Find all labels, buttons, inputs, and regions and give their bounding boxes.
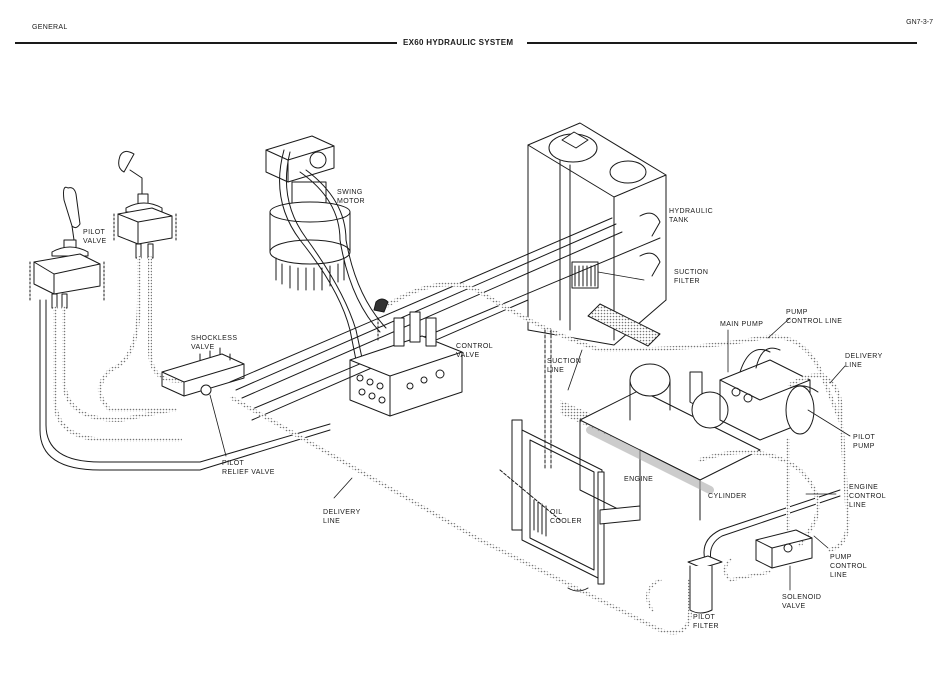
pilot-hoses bbox=[39, 256, 331, 471]
label-pump-control-line-top: PUMP CONTROL LINE bbox=[786, 309, 843, 325]
pilot-valve-left bbox=[29, 186, 105, 309]
control-valve bbox=[349, 298, 463, 417]
label-pilot-valve: PILOT VALVE bbox=[83, 229, 107, 245]
label-cylinder: CYLINDER bbox=[708, 493, 747, 500]
label-swing-motor: SWING MOTOR bbox=[337, 189, 365, 205]
label-pilot-pump: PILOT PUMP bbox=[853, 434, 876, 450]
label-solenoid-valve: SOLENOID VALVE bbox=[782, 594, 822, 610]
label-shockless-valve: SHOCKLESS VALVE bbox=[191, 335, 238, 351]
delivery-line-right-hose bbox=[788, 373, 850, 552]
label-hydraulic-tank: HYDRAULIC TANK bbox=[669, 208, 714, 224]
label-control-valve: CONTROL VALVE bbox=[456, 343, 494, 359]
label-pilot-relief-valve: PILOT RELIEF VALVE bbox=[222, 460, 275, 476]
pilot-pump bbox=[785, 385, 819, 435]
pump-control-line-hose bbox=[378, 282, 842, 422]
swing-motor bbox=[265, 135, 387, 361]
page-title: EX60 HYDRAULIC SYSTEM bbox=[403, 38, 514, 47]
pump-control-line-lower-hose bbox=[698, 450, 820, 547]
label-suction-line: SUCTION LINE bbox=[547, 358, 582, 374]
label-main-pump: MAIN PUMP bbox=[720, 321, 764, 328]
label-oil-cooler: OIL COOLER bbox=[550, 509, 582, 525]
label-engine: ENGINE bbox=[624, 476, 654, 483]
label-delivery-line-left: DELIVERY LINE bbox=[323, 509, 361, 525]
label-delivery-line-right: DELIVERY LINE bbox=[845, 353, 883, 369]
label-pilot-filter: PILOT FILTER bbox=[693, 614, 719, 630]
leader-lines bbox=[209, 271, 851, 591]
section-label: GENERAL bbox=[32, 24, 68, 31]
pilot-valve-right bbox=[113, 150, 177, 259]
header-rule-left bbox=[15, 42, 397, 44]
hydraulic-tank bbox=[527, 122, 667, 347]
delivery-line-left-hose bbox=[230, 396, 692, 635]
oil-cooler bbox=[499, 419, 605, 592]
shockless-valve bbox=[161, 347, 245, 397]
label-engine-control-line: ENGINE CONTROL LINE bbox=[849, 484, 887, 509]
pilot-filter bbox=[646, 555, 723, 614]
label-suction-filter: SUCTION FILTER bbox=[674, 269, 709, 285]
solenoid-valve bbox=[723, 529, 813, 582]
header-rule-right bbox=[527, 42, 917, 44]
page-code: GN7-3-7 bbox=[906, 19, 933, 26]
label-pump-control-line-bottom: PUMP CONTROL LINE bbox=[830, 554, 868, 579]
tank-return-lines bbox=[229, 217, 661, 421]
